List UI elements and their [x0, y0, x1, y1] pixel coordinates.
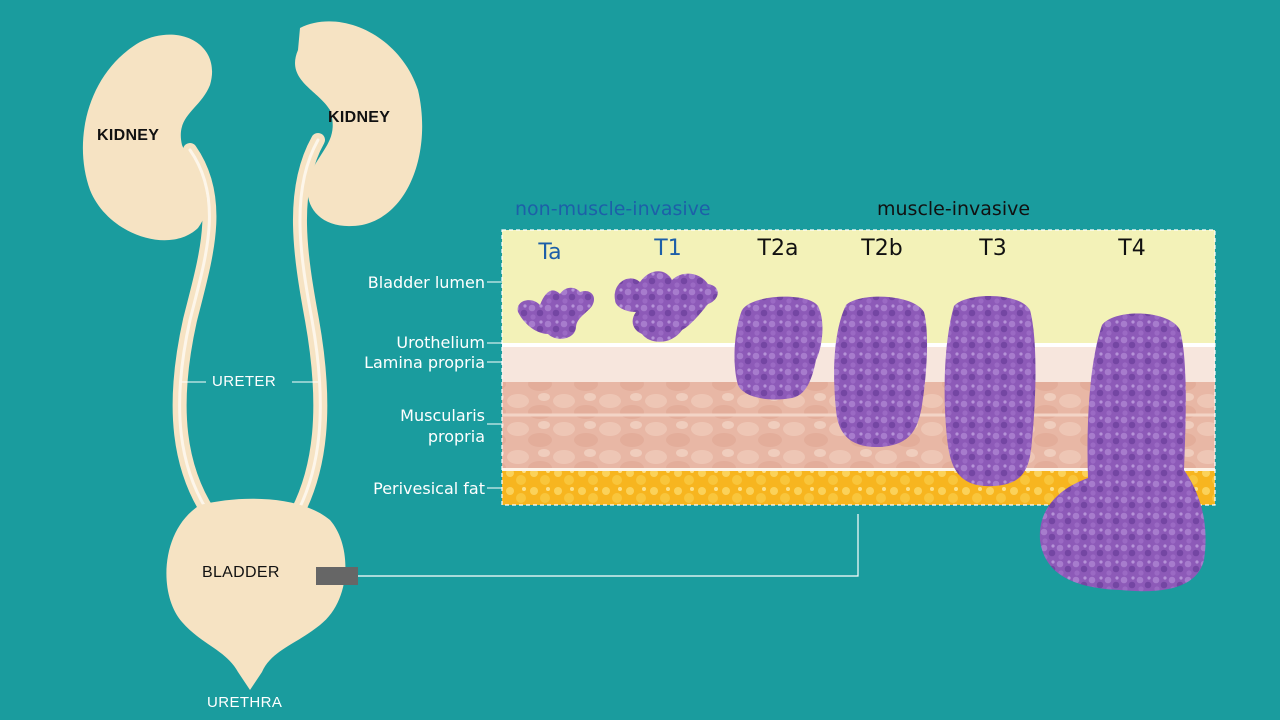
layer-urothelium-label: Urothelium: [396, 333, 485, 352]
connector-line: [358, 514, 859, 577]
stage-t3-label: T3: [979, 236, 1007, 261]
layer-muscularis-label-2: propria: [427, 427, 485, 446]
stage-t2a-label: T2a: [757, 236, 799, 261]
kidney-left: [82, 34, 213, 241]
ureter-left: [172, 143, 217, 522]
layer-fat-label: Perivesical fat: [373, 479, 485, 498]
layer-muscle-fat-gap: [502, 468, 1215, 471]
tumor-t2b: [834, 296, 928, 448]
ureter-label: URETER: [212, 373, 277, 390]
stage-t4-label: T4: [1118, 236, 1146, 261]
tumor-t2a: [734, 296, 823, 400]
kidney-right: [295, 21, 423, 227]
urethra-label: URETHRA: [207, 694, 283, 711]
cross-section-border: [501, 229, 1216, 506]
stage-t1-label: T1: [654, 236, 682, 261]
layer-muscularis-label-1: Muscularis: [400, 406, 485, 425]
ureter-right: [289, 133, 328, 522]
bladder-label: BLADDER: [202, 564, 280, 581]
kidney-left-label: KIDNEY: [97, 127, 160, 144]
stage-t2b-label: T2b: [861, 236, 903, 261]
kidney-right-label: KIDNEY: [328, 109, 391, 126]
tumor-t4: [1039, 313, 1206, 592]
bladder-shape: [166, 498, 346, 690]
bladder-section-marker: [316, 567, 358, 585]
tumor-t1: [614, 271, 718, 342]
layer-lamina-label: Lamina propria: [364, 353, 485, 372]
tumor-ta: [517, 287, 595, 339]
layer-lumen-label: Bladder lumen: [367, 273, 485, 292]
muscle-invasive-label: muscle-invasive: [877, 198, 1031, 220]
stage-ta-label: Ta: [538, 240, 562, 265]
non-muscle-invasive-label: non-muscle-invasive: [515, 198, 711, 220]
tumor-t3: [944, 295, 1036, 487]
